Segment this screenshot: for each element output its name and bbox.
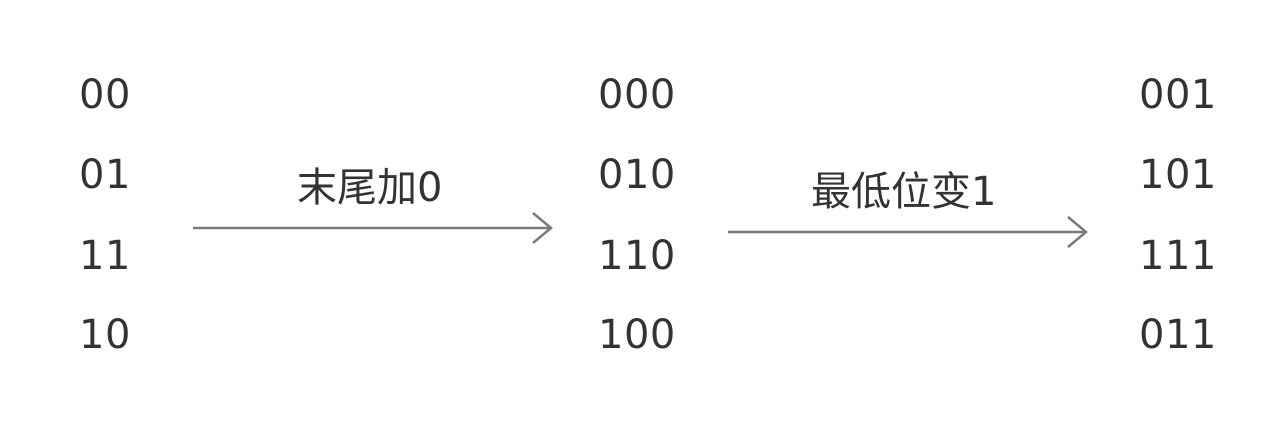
code-item: 001 (1139, 72, 1217, 118)
step-label-append-zero: 末尾加0 (297, 165, 443, 211)
arrow-right-icon (193, 212, 553, 244)
code-item: 011 (1139, 312, 1217, 358)
code-item: 100 (598, 312, 676, 358)
code-item: 00 (79, 72, 131, 118)
code-item: 111 (1139, 233, 1217, 279)
code-item: 10 (79, 312, 131, 358)
code-item: 000 (598, 72, 676, 118)
code-item: 110 (598, 233, 676, 279)
step-label-set-lowest-bit: 最低位变1 (811, 169, 997, 215)
code-item: 11 (79, 233, 131, 279)
arrow-right-icon (728, 216, 1088, 248)
code-item: 101 (1139, 152, 1217, 198)
code-item: 010 (598, 152, 676, 198)
code-item: 01 (79, 152, 131, 198)
